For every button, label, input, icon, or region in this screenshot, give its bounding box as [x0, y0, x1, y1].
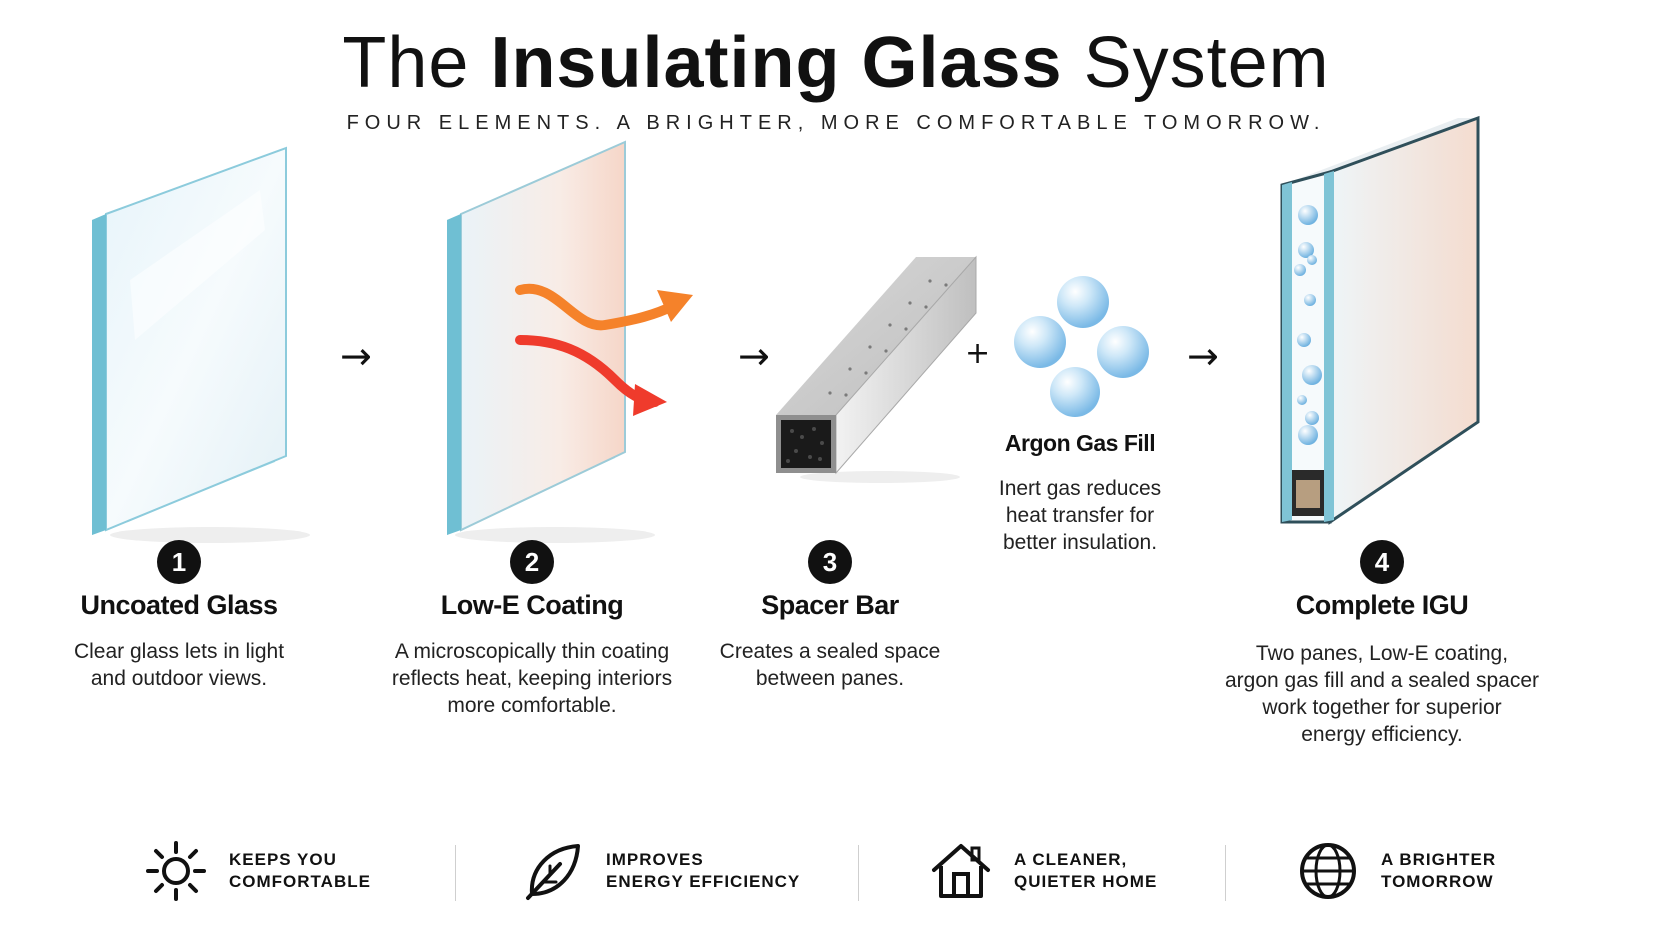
step-3-title: Spacer Bar: [761, 590, 899, 620]
complete-igu-illustration: [1280, 115, 1480, 525]
house-icon: [932, 844, 990, 898]
benefit-comfortable-label: KEEPS YOU COMFORTABLE: [229, 850, 371, 891]
step-3-description: Creates a sealed space between panes.: [719, 640, 941, 690]
footer-divider-3: [1225, 845, 1226, 901]
step-2-badge: 2: [510, 540, 554, 584]
footer-divider-1: [455, 845, 456, 901]
spacer-bar-illustration: [776, 255, 977, 483]
leaf-icon: [526, 844, 580, 900]
arrow-connector-2: →: [738, 334, 770, 378]
argon-title: Argon Gas Fill: [1004, 430, 1156, 456]
uncoated-glass-illustration: [92, 146, 310, 543]
argon-description: Inert gas reduces heat transfer for bett…: [998, 477, 1162, 554]
benefit-brighter-tomorrow-label: A BRIGHTER TOMORROW: [1381, 850, 1497, 891]
sun-icon: [146, 841, 206, 901]
benefit-quieter-home: A CLEANER, QUIETER HOME: [928, 838, 1157, 904]
benefit-quieter-home-label: A CLEANER, QUIETER HOME: [1014, 850, 1158, 891]
step-1-badge: 1: [157, 540, 201, 584]
step-2-description: A microscopically thin coating reflects …: [391, 640, 673, 717]
step-1-description: Clear glass lets in light and outdoor vi…: [73, 640, 285, 690]
globe-icon: [1300, 843, 1356, 899]
step-4-title: Complete IGU: [1295, 590, 1469, 620]
benefit-brighter-tomorrow: A BRIGHTER TOMORROW: [1295, 838, 1496, 904]
argon-gas-illustration: [1014, 276, 1149, 417]
step-4-badge: 4: [1360, 540, 1404, 584]
benefit-energy-efficiency-label: IMPROVES ENERGY EFFICIENCY: [606, 850, 801, 891]
benefit-comfortable: KEEPS YOU COMFORTABLE: [143, 838, 371, 904]
step-4-description: Two panes, Low-E coating, argon gas fill…: [1224, 642, 1540, 746]
low-e-coating-illustration: [447, 140, 693, 543]
plus-connector: +: [965, 336, 991, 371]
arrow-connector-1: →: [340, 334, 372, 378]
footer-divider-2: [858, 845, 859, 901]
step-3-badge: 3: [808, 540, 852, 584]
step-1-title: Uncoated Glass: [80, 590, 278, 620]
page-subtitle: FOUR ELEMENTS. A BRIGHTER, MORE COMFORTA…: [346, 112, 1326, 134]
step-2-title: Low-E Coating: [440, 590, 624, 620]
benefit-energy-efficiency: IMPROVES ENERGY EFFICIENCY: [520, 838, 800, 904]
arrow-connector-3: →: [1187, 334, 1219, 378]
page-title: The Insulating Glass System: [342, 23, 1330, 103]
